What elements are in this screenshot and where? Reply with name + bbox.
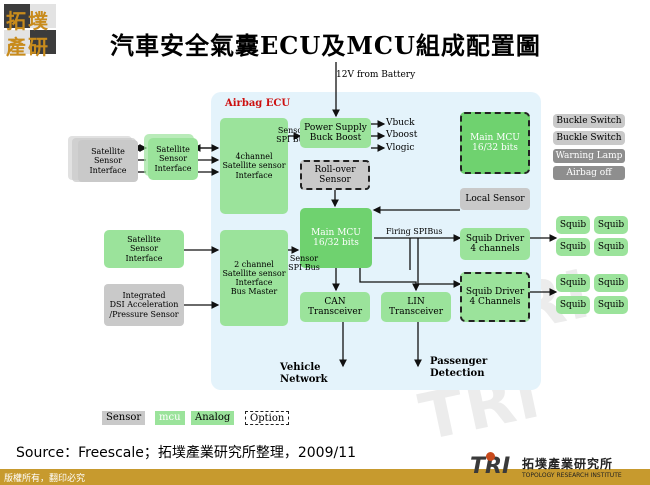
squib: Squib (556, 238, 590, 256)
legend-sensor: Sensor (102, 411, 146, 425)
local-sensor: Local Sensor (460, 188, 530, 210)
legend-option: Option (245, 411, 290, 425)
footer-bar (0, 469, 650, 485)
lin-transceiver: LIN Transceiver (381, 292, 451, 322)
main-mcu-center: Main MCU 16/32 bits (300, 208, 372, 268)
ecu-label: Airbag ECU (225, 98, 291, 109)
squib: Squib (556, 216, 590, 234)
squib: Squib (594, 274, 628, 292)
squib: Squib (556, 296, 590, 314)
vbuck-label: Vbuck (386, 118, 415, 128)
legend-mcu: mcu (155, 411, 185, 425)
tri-logo-cn: 拓墣產業研究所 (522, 457, 614, 471)
vehicle-network-label: Vehicle Network (280, 362, 328, 385)
footer-copyright: 版權所有，翻印必究 (4, 474, 86, 484)
four-channel-satellite-interface: 4channel Satellite sensor Interface (220, 118, 288, 214)
battery-label: 12V from Battery (336, 70, 416, 80)
power-supply-buck-boost: Power Supply Buck Boost (300, 118, 371, 148)
squib: Squib (594, 238, 628, 256)
two-channel-satellite-interface: 2 channel Satellite sensor Interface Bus… (220, 230, 288, 326)
squib-driver-4ch: Squib Driver 4 channels (460, 228, 530, 260)
passenger-detection-label: Passenger Detection (430, 356, 488, 379)
logo-line1: 拓墣 (6, 9, 50, 33)
main-mcu-option: Main MCU 16/32 bits (460, 112, 530, 174)
legend-analog: Analog (191, 411, 235, 425)
vlogic-label: Vlogic (386, 143, 415, 153)
buckle-switch: Buckle Switch (553, 131, 625, 145)
squib: Squib (594, 296, 628, 314)
satellite-sensor-interface-green: Satellite Sensor Interface (148, 138, 198, 180)
squib-driver-4ch-option: Squib Driver 4 Channels (460, 272, 530, 322)
squib: Squib (556, 274, 590, 292)
source-text: Source：Freescale；拓墣產業研究所整理，2009/11 (16, 445, 357, 461)
vboost-label: Vboost (386, 130, 418, 140)
sensor-spi-bus-label: Sensor SPI Bus (288, 253, 320, 272)
satellite-sensor-interface-stack: Satellite Sensor Interface (78, 140, 138, 182)
logo-icon: 拓墣 產研 (4, 4, 60, 59)
tri-logo-en: TOPOLOGY RESEARCH INSTITUTE (522, 472, 622, 479)
page-title: 汽車安全氣囊ECU及MCU組成配置圖 (110, 31, 541, 60)
can-transceiver: CAN Transceiver (300, 292, 370, 322)
rollover-sensor: Roll-over Sensor (300, 160, 370, 190)
tri-logo: TRI 拓墣產業研究所 TOPOLOGY RESEARCH INSTITUTE (470, 452, 650, 484)
dsi-acceleration-pressure-sensor: Integrated DSI Acceleration /Pressure Se… (104, 284, 184, 326)
squib: Squib (594, 216, 628, 234)
logo-line2: 產研 (6, 35, 50, 59)
firing-spi-bus-label: Firing SPIBus (386, 227, 443, 236)
warning-lamp: Warning Lamp (553, 149, 625, 163)
airbag-off: Airbag off (553, 166, 625, 180)
satellite-sensor-interface-single: Satellite Sensor Interface (104, 230, 184, 268)
buckle-switch: Buckle Switch (553, 114, 625, 128)
tri-dot-icon (486, 452, 495, 461)
